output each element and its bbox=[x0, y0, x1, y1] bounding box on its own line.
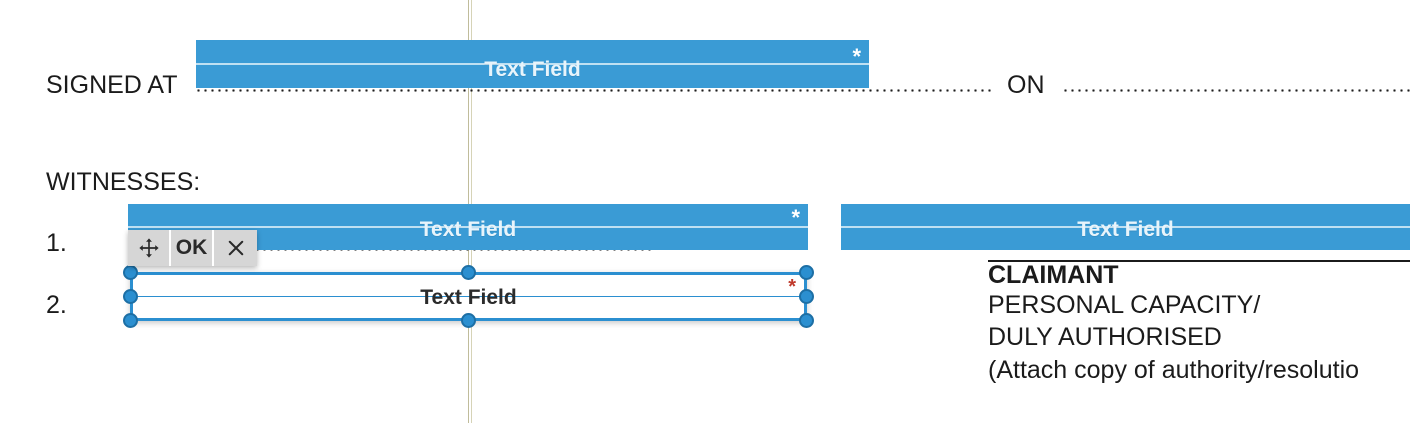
claimant-capacity-line: PERSONAL CAPACITY/ bbox=[988, 291, 1261, 319]
field-caption: Text Field bbox=[484, 58, 581, 81]
field-divider bbox=[133, 296, 804, 297]
claimant-authorised-line: DULY AUTHORISED bbox=[988, 323, 1222, 351]
field-edit-toolbar[interactable]: OK bbox=[128, 230, 257, 266]
field-divider bbox=[128, 226, 808, 228]
text-field-signed-at-place[interactable]: Text Field * bbox=[196, 40, 869, 88]
required-asterisk: * bbox=[791, 205, 800, 230]
close-icon bbox=[226, 238, 246, 258]
resize-handle-bottom-center[interactable] bbox=[461, 313, 476, 328]
field-divider bbox=[196, 63, 869, 65]
resize-handle-top-right[interactable] bbox=[799, 265, 814, 280]
field-caption: Text Field bbox=[419, 218, 517, 241]
witness-2-number: 2. bbox=[46, 291, 67, 319]
on-dotted-line bbox=[1062, 89, 1410, 92]
resize-handle-top-center[interactable] bbox=[461, 265, 476, 280]
move-handle-button[interactable] bbox=[128, 230, 171, 266]
move-icon bbox=[138, 237, 160, 259]
witnesses-label: WITNESSES: bbox=[46, 168, 201, 196]
required-asterisk: * bbox=[788, 276, 796, 298]
field-divider bbox=[841, 226, 1410, 228]
resize-handle-bottom-right[interactable] bbox=[799, 313, 814, 328]
ok-button-label: OK bbox=[175, 236, 208, 259]
signed-at-dotted-line bbox=[195, 89, 995, 92]
resize-handle-top-left[interactable] bbox=[123, 265, 138, 280]
claimant-signature-rule bbox=[988, 260, 1410, 262]
signed-at-label: SIGNED AT bbox=[46, 71, 178, 99]
ok-button[interactable]: OK bbox=[171, 230, 214, 266]
resize-handle-middle-right[interactable] bbox=[799, 289, 814, 304]
claimant-heading: CLAIMANT bbox=[988, 261, 1119, 289]
on-label: ON bbox=[1007, 71, 1045, 99]
text-field-claimant-signature[interactable]: Text Field bbox=[841, 204, 1410, 250]
claimant-attach-note: (Attach copy of authority/resolutio bbox=[988, 356, 1360, 384]
resize-handle-bottom-left[interactable] bbox=[123, 313, 138, 328]
resize-handle-middle-left[interactable] bbox=[123, 289, 138, 304]
close-button[interactable] bbox=[214, 230, 257, 266]
field-caption: Text Field bbox=[420, 286, 517, 309]
field-caption: Text Field bbox=[1077, 218, 1174, 241]
required-asterisk: * bbox=[852, 44, 861, 69]
witness-1-number: 1. bbox=[46, 229, 67, 257]
